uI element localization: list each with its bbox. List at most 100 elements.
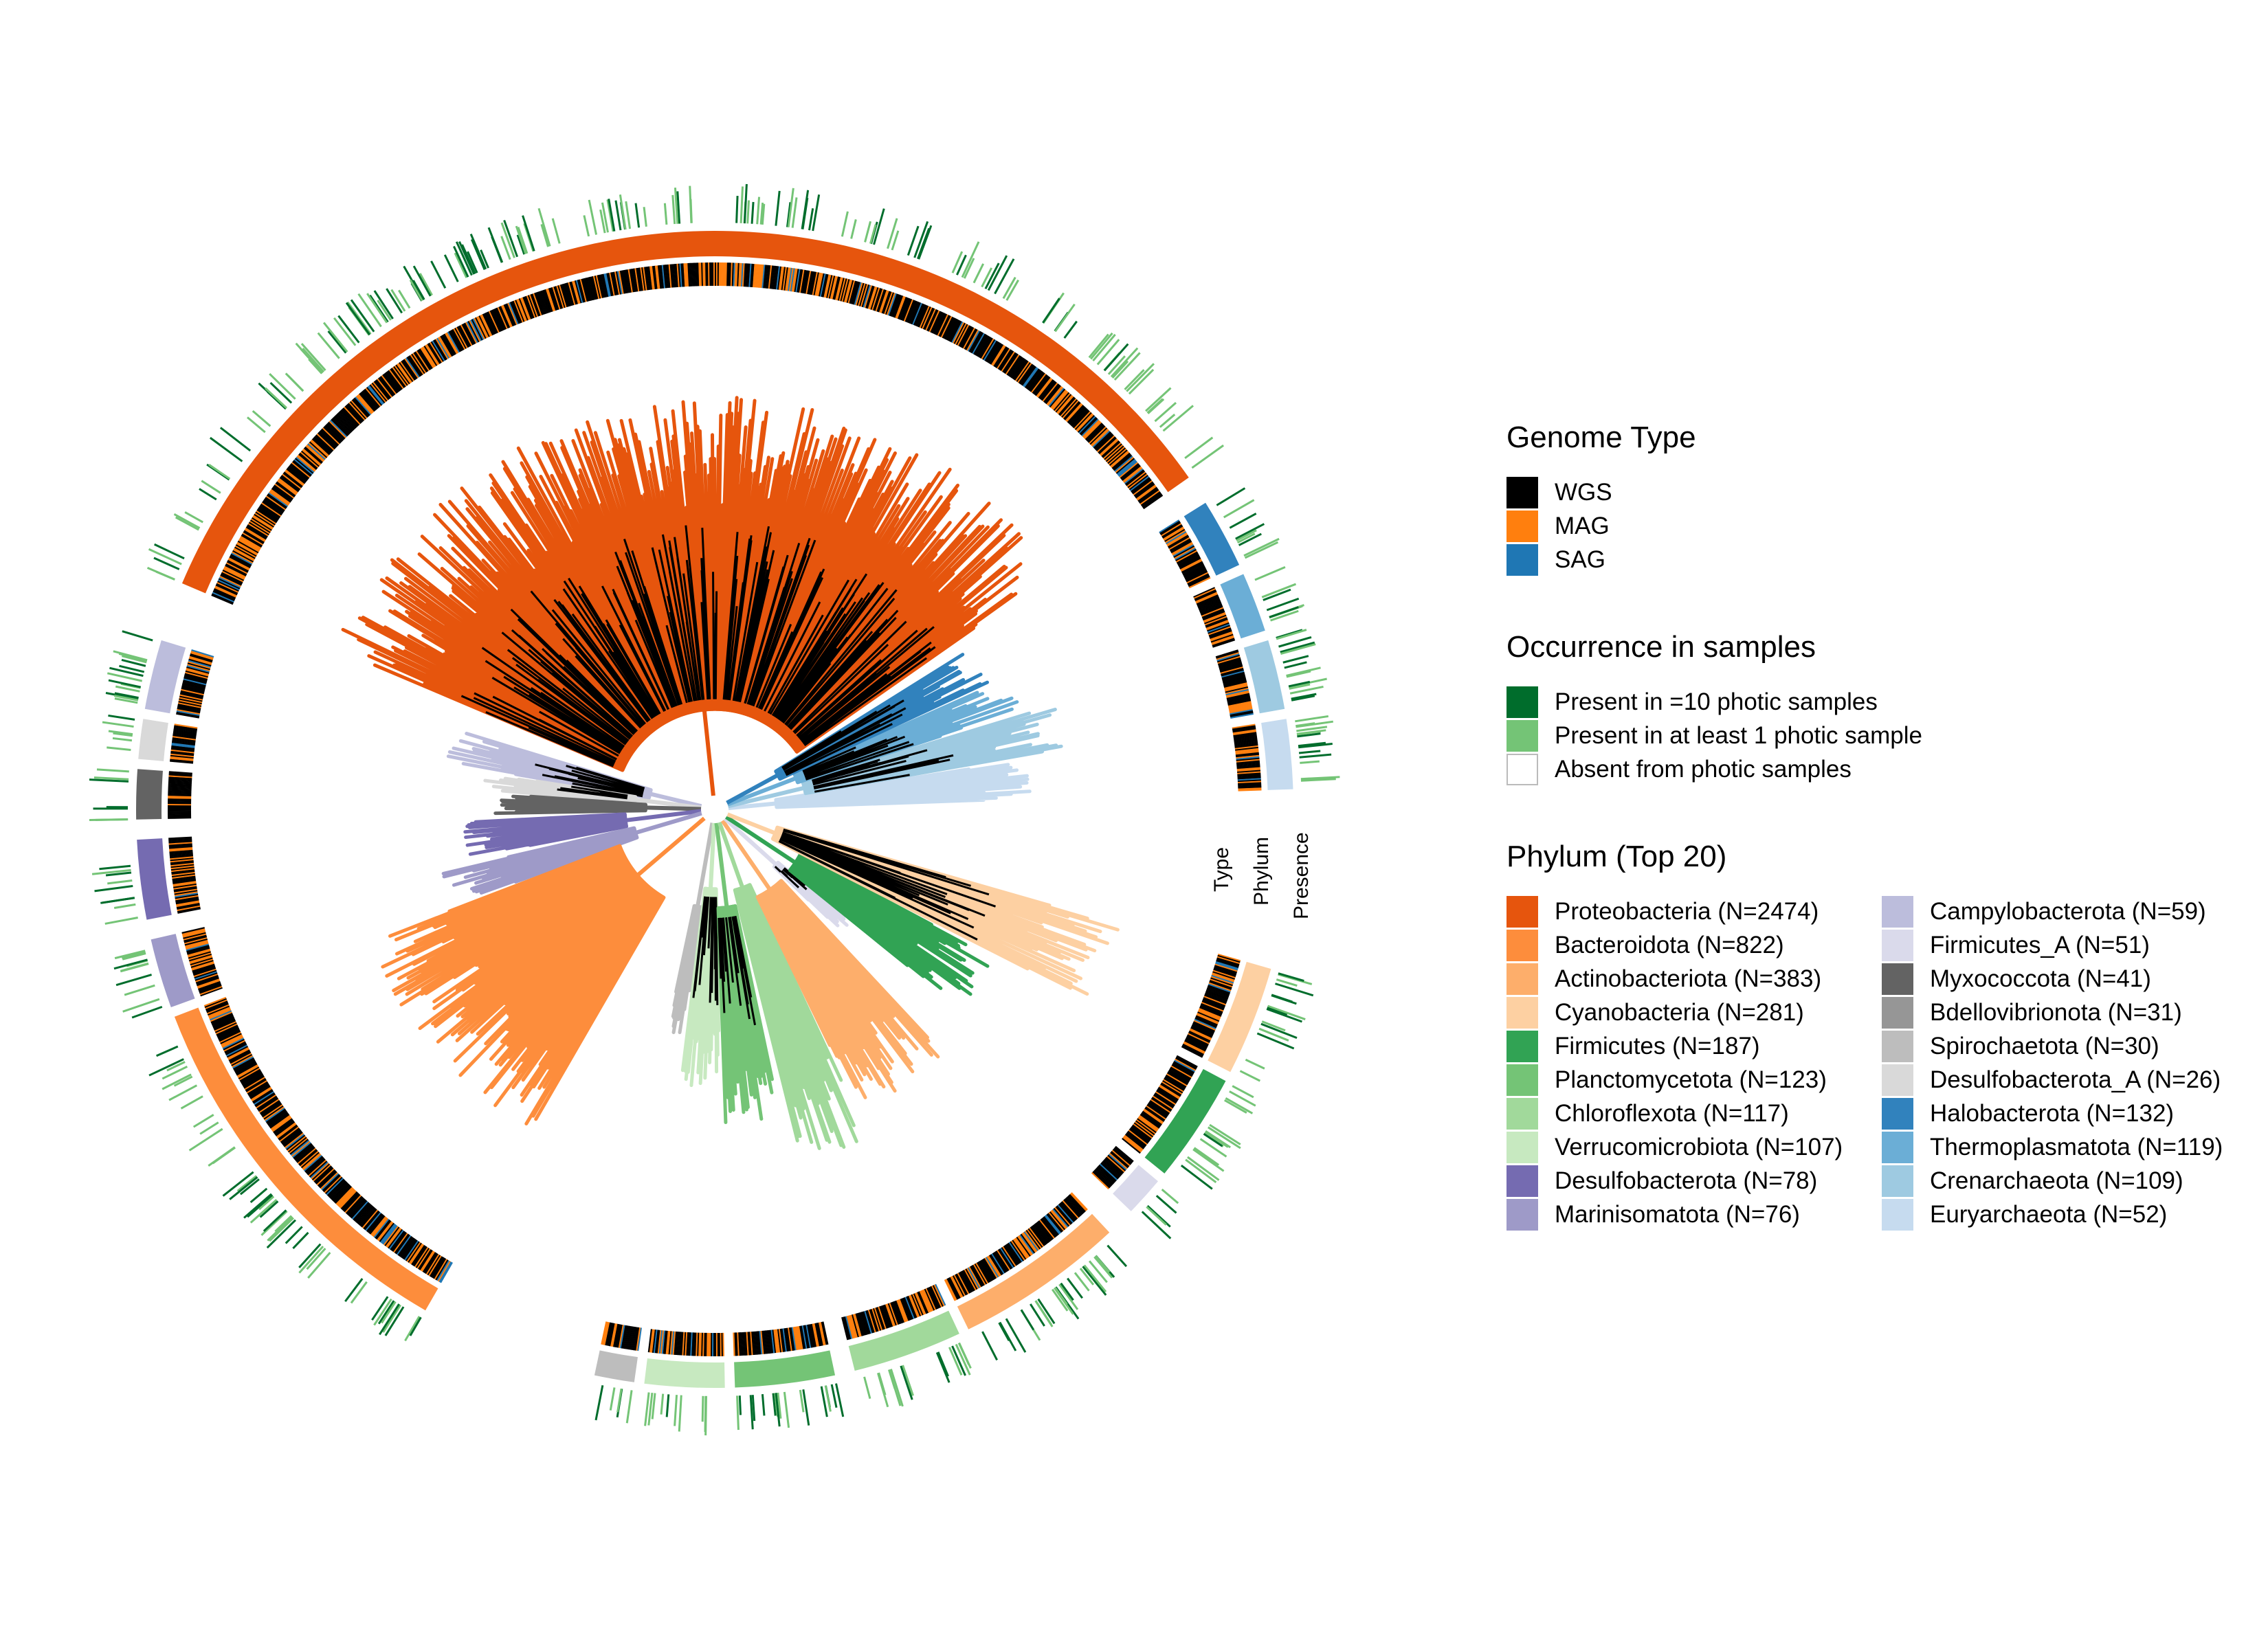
type-ring-tick [566, 282, 575, 306]
legend-swatch [1507, 476, 1538, 508]
type-ring-tick [605, 273, 612, 297]
presence-ring-tick [1300, 778, 1336, 782]
type-ring-tick [245, 1077, 266, 1091]
type-ring-tick [906, 300, 916, 323]
type-ring-tick [1173, 545, 1195, 559]
type-ring-tick [1171, 541, 1193, 555]
type-ring-tick [384, 372, 400, 392]
type-ring-tick [353, 1202, 370, 1221]
type-ring-tick [591, 276, 599, 300]
type-ring-tick [927, 1287, 939, 1310]
type-ring-tick [743, 263, 746, 287]
type-ring-tick [1108, 1154, 1127, 1171]
type-ring-tick [1114, 456, 1133, 472]
type-ring-tick [170, 750, 194, 755]
type-ring-tick [909, 302, 920, 324]
type-ring-tick [1096, 1166, 1115, 1184]
presence-ring-tick [371, 1296, 389, 1321]
type-ring-tick [826, 275, 833, 298]
presence-ring-tick [443, 254, 459, 282]
type-ring-tick [1146, 1105, 1166, 1120]
type-ring-tick [640, 267, 645, 291]
type-ring-tick [375, 379, 392, 399]
type-ring-tick [1209, 629, 1232, 640]
presence-ring-tick [786, 202, 792, 227]
type-ring-tick [953, 322, 966, 344]
type-ring-tick [1137, 1118, 1157, 1134]
type-ring-tick [903, 1297, 913, 1320]
type-ring-tick [1051, 390, 1068, 410]
type-ring-tick [948, 319, 960, 341]
type-ring-tick [525, 295, 535, 319]
type-ring-tick [930, 311, 942, 333]
presence-ring-tick [515, 225, 527, 254]
legend-item-phylum: Desulfobacterota_A (N=26) [1882, 1063, 2257, 1097]
presence-ring-tick [918, 225, 933, 260]
type-ring-tick [190, 957, 213, 966]
type-ring-tick [189, 655, 212, 664]
type-ring-tick [408, 1242, 422, 1263]
type-ring-tick [690, 262, 693, 287]
type-ring-tick [718, 262, 721, 287]
presence-ring-tick [292, 1231, 309, 1249]
presence-ring-tick [1288, 680, 1311, 688]
type-ring-tick [302, 1154, 322, 1171]
type-ring-tick [1184, 567, 1206, 579]
type-ring-tick [373, 381, 390, 401]
type-ring-tick [788, 267, 793, 291]
type-ring-tick [537, 291, 547, 314]
legend-label: Euryarchaeota (N=52) [1930, 1200, 2168, 1228]
type-ring-tick [169, 849, 193, 853]
type-ring-tick [191, 961, 214, 969]
type-ring-tick [656, 1330, 660, 1354]
clade-stem-marinisomatota [634, 811, 702, 835]
type-ring-tick [183, 680, 206, 687]
presence-ring-tick [1079, 1268, 1095, 1286]
type-ring-tick [1213, 967, 1236, 976]
legend-item-phylum: Planctomycetota (N=123) [1507, 1063, 1882, 1097]
type-ring-tick [222, 569, 245, 581]
type-ring-tick [695, 1332, 698, 1356]
type-ring-tick [279, 476, 300, 493]
presence-ring-tick [322, 322, 348, 353]
type-ring-tick [634, 1327, 640, 1351]
type-ring-tick [990, 1254, 1004, 1275]
type-ring-tick [1200, 604, 1223, 615]
type-ring-tick [272, 486, 292, 502]
type-ring-tick [805, 271, 812, 294]
type-ring-tick [561, 284, 570, 307]
presence-ring-tick [263, 1209, 287, 1232]
type-ring-tick [353, 398, 370, 417]
type-ring-tick [799, 1325, 805, 1349]
presence-ring-tick [802, 1389, 810, 1426]
type-ring-tick [900, 1299, 910, 1321]
type-ring-tick [307, 443, 326, 460]
type-ring-tick [544, 289, 553, 312]
type-ring-tick [412, 352, 427, 374]
legend-label: Proteobacteria (N=2474) [1555, 897, 1819, 925]
type-ring-tick [553, 286, 562, 309]
type-ring-tick [233, 548, 255, 561]
type-ring-tick [671, 264, 675, 288]
type-ring-tick [969, 1266, 983, 1288]
type-ring-tick [685, 1332, 688, 1356]
type-ring-tick [884, 291, 893, 315]
type-ring-tick [362, 1209, 379, 1229]
type-ring-tick [1205, 617, 1228, 627]
type-ring-tick [483, 313, 495, 335]
type-ring-tick [597, 275, 604, 298]
type-ring-tick [1172, 1062, 1194, 1075]
legend-swatch [1507, 1198, 1538, 1231]
presence-ring-tick [1095, 1255, 1111, 1273]
type-ring-tick [1085, 423, 1103, 440]
presence-ring-tick [994, 258, 1015, 295]
type-ring-tick [178, 699, 202, 706]
type-ring-tick [863, 284, 871, 308]
type-ring-tick [913, 1293, 924, 1316]
legend-label: Bdellovibrionota (N=31) [1930, 998, 2182, 1026]
clade-stem-cyanobacteria [726, 812, 777, 835]
type-ring-tick [319, 1171, 337, 1189]
presence-ring-tick [269, 381, 293, 404]
type-ring-tick [171, 871, 195, 877]
presence-ring-tick [1155, 1195, 1177, 1214]
